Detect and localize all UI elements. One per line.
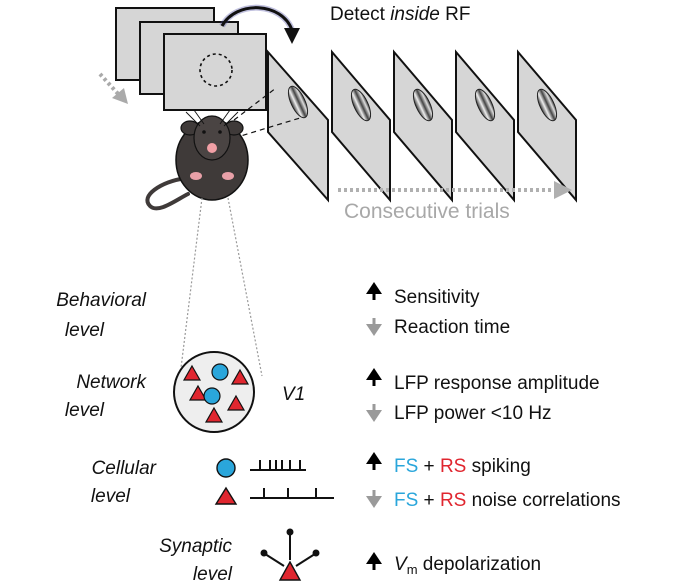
stack-motion-arrow <box>98 72 128 104</box>
arrow-down-icon <box>366 490 382 508</box>
mouse-nose <box>207 143 217 153</box>
mouse-tail <box>145 176 190 211</box>
v1-projection-lines <box>179 197 263 377</box>
spiking-text: FS + RS spiking <box>394 456 531 477</box>
stimulus-switch-arrow <box>219 4 300 44</box>
lfp-power-text: LFP power <10 Hz <box>394 403 552 424</box>
arrow-down-icon <box>366 318 382 336</box>
trial-screen-1 <box>267 49 329 203</box>
sensitivity-text: Sensitivity <box>394 287 480 308</box>
trial-screen-2 <box>331 49 391 203</box>
fs-neuron-icon <box>216 458 236 478</box>
network-level-label-1: Network <box>76 372 147 393</box>
behavioral-level-label-1: Behavioral <box>56 290 147 311</box>
detect-inside-rf-title: Detect inside RF <box>330 4 470 25</box>
view-lines <box>233 87 301 139</box>
mouse-illustration <box>145 109 249 211</box>
synaptic-level-label-1: Synaptic <box>159 536 232 557</box>
mouse-paw-right <box>222 172 234 180</box>
reaction-time-text: Reaction time <box>394 317 510 338</box>
consecutive-trials-label: Consecutive trials <box>344 200 510 223</box>
cellular-level-label-2: level <box>91 486 131 507</box>
trial-screens <box>267 49 577 203</box>
arrow-up-icon <box>366 282 382 300</box>
screen-stack <box>115 7 267 111</box>
mouse-paw-left <box>190 172 202 180</box>
trial-screen-4 <box>455 49 515 203</box>
network-level-label-2: level <box>65 400 105 421</box>
behavioral-level-label-2: level <box>65 320 105 341</box>
cellular-icons <box>214 458 334 505</box>
synaptic-icon <box>260 528 320 581</box>
arrow-down-icon <box>366 404 382 422</box>
rs-neuron-icon <box>214 486 238 505</box>
arrow-up-icon <box>366 368 382 386</box>
consecutive-trials-arrow <box>338 181 572 199</box>
receptive-field-circle <box>199 53 233 87</box>
v1-network-circle <box>173 351 255 433</box>
level-labels: Behavioral level Network level Cellular … <box>56 290 233 585</box>
vm-depolarization-text: Vm depolarization <box>394 554 541 577</box>
fs-spike-train <box>250 460 306 471</box>
synaptic-level-label-2: level <box>193 564 233 585</box>
mouse-whiskers <box>185 109 239 127</box>
screen-front <box>163 33 267 111</box>
arrow-up-icon <box>366 452 382 470</box>
effect-arrows <box>366 282 382 570</box>
cellular-level-label-1: Cellular <box>92 458 157 479</box>
trial-screen-3 <box>393 49 453 203</box>
trial-screen-5 <box>517 49 577 203</box>
rs-spike-train <box>250 488 334 499</box>
v1-label: V1 <box>282 384 305 405</box>
mouse-head <box>193 115 231 161</box>
lfp-amplitude-text: LFP response amplitude <box>394 373 600 394</box>
effect-texts: Sensitivity Reaction time LFP response a… <box>394 287 621 577</box>
arrow-up-icon <box>366 552 382 570</box>
noise-correlations-text: FS + RS noise correlations <box>394 490 621 511</box>
